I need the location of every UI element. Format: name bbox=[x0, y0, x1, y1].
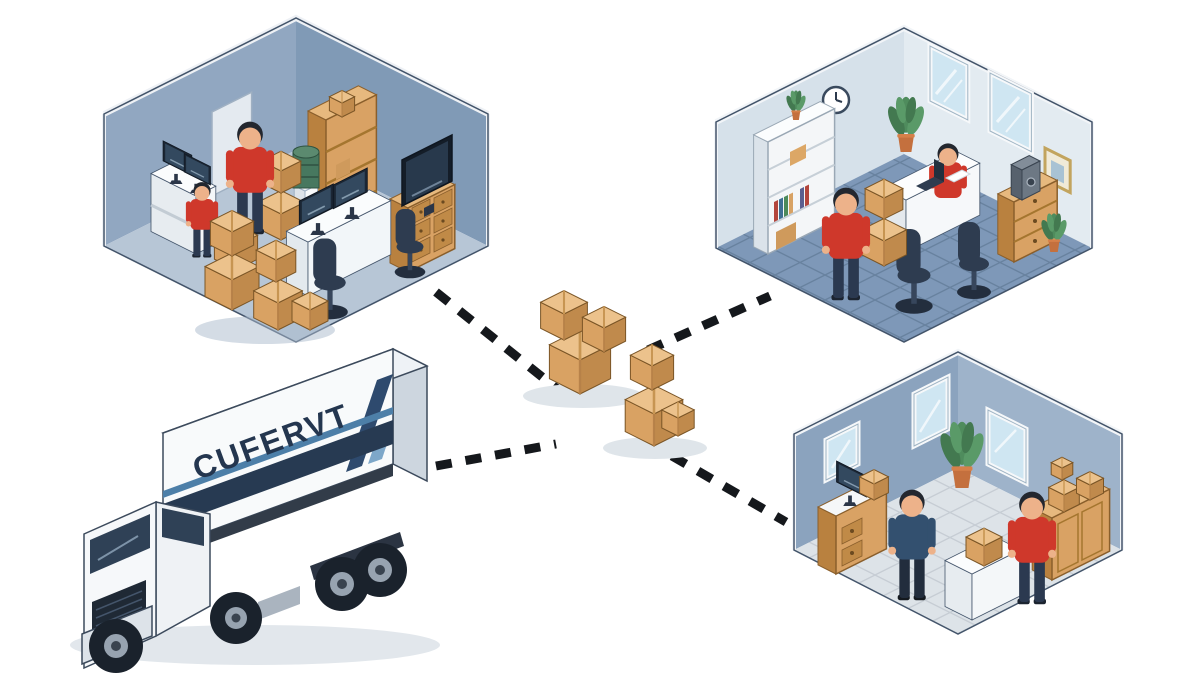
room-outline bbox=[715, 27, 1093, 343]
connector-center-to-room2 bbox=[646, 291, 772, 355]
window bbox=[985, 405, 1029, 488]
truck-stripe-navy bbox=[163, 420, 393, 528]
office-room-top bbox=[714, 24, 1094, 343]
cardboard-box bbox=[1076, 471, 1104, 501]
cardboard-box bbox=[630, 344, 674, 391]
connector-center-to-room3 bbox=[669, 452, 789, 526]
window bbox=[927, 41, 971, 124]
central-box-stacks bbox=[523, 290, 707, 459]
front-wheels bbox=[89, 592, 262, 673]
rear-wheels bbox=[315, 543, 407, 611]
cargo-box: CUFERVT bbox=[161, 347, 429, 560]
cardboard-box bbox=[1051, 457, 1073, 481]
laptop bbox=[916, 159, 944, 191]
computer-desk bbox=[816, 481, 888, 576]
box-on-shelf bbox=[329, 90, 355, 118]
window bbox=[987, 68, 1034, 156]
cardboard-box bbox=[859, 469, 889, 501]
drawer-knobs bbox=[419, 200, 445, 252]
chassis bbox=[163, 464, 393, 560]
packing-room bbox=[102, 14, 490, 344]
papers bbox=[944, 169, 972, 183]
tv-screen bbox=[401, 133, 453, 217]
connector-truck-to-center bbox=[435, 439, 557, 471]
room-outline bbox=[103, 17, 489, 343]
side-window bbox=[162, 508, 204, 546]
window bbox=[911, 372, 951, 451]
truck-stripe-blue bbox=[163, 407, 393, 498]
truck-cab bbox=[81, 500, 211, 670]
truck-shadow bbox=[70, 625, 440, 665]
windshield bbox=[90, 514, 150, 574]
room-outline bbox=[793, 351, 1123, 635]
safe-box bbox=[1010, 155, 1042, 201]
delivery-truck: CUFERVT bbox=[70, 347, 440, 673]
side-step bbox=[258, 586, 300, 620]
books bbox=[774, 144, 809, 250]
cardboard-box bbox=[661, 401, 695, 437]
shadow bbox=[523, 384, 643, 408]
cardboard-box bbox=[1048, 479, 1080, 513]
connector-dashed-lines bbox=[433, 288, 789, 526]
white-bookshelf bbox=[752, 90, 836, 256]
storage-office-room bbox=[792, 348, 1124, 635]
shadow bbox=[603, 437, 707, 459]
